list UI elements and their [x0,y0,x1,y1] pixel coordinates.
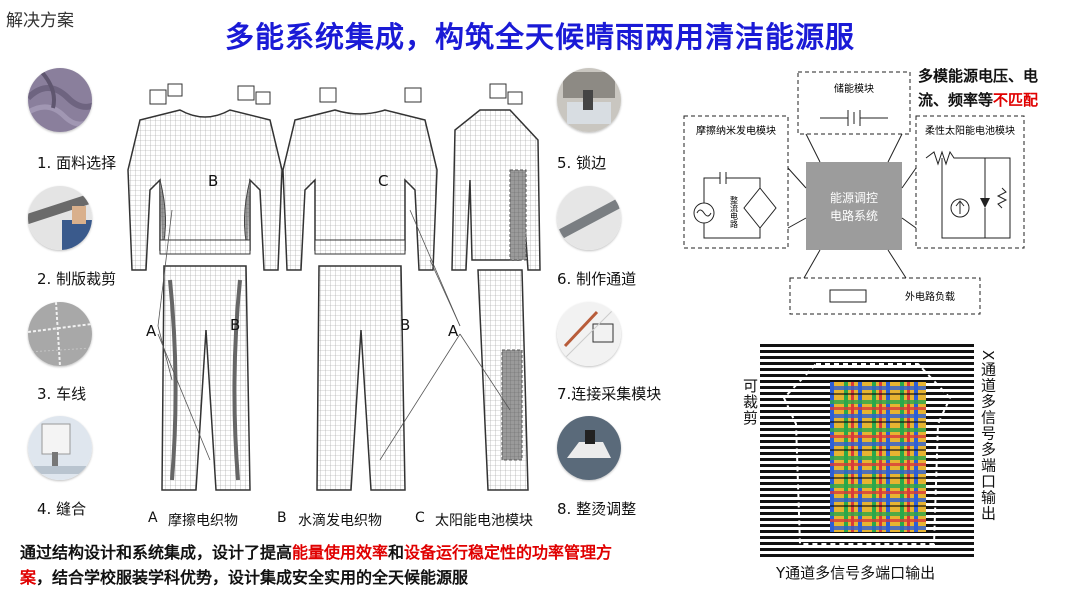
channel-photo [557,186,621,250]
marker-lines [157,209,511,461]
summary-highlight-efficiency: 能量使用效率 [292,543,389,562]
legend-label-b: 水滴发电织物 [298,513,382,529]
legend-key-a: A [148,510,158,526]
side-view [451,109,541,491]
circuit-diagram: 储能模块 摩擦纳米发电模块 整流电路 柔性太阳能电池模块 能源调控 电路系统 外… [683,71,1025,315]
storage-block [797,71,911,135]
garment-illustration [127,83,541,491]
front-top [127,109,283,271]
summary-part-1: 通过结构设计和系统集成，设计了提高 [20,543,293,562]
plaid-area [830,382,926,532]
mismatch-red: 不匹配 [993,91,1039,109]
storage-label: 储能模块 [834,82,874,95]
pattern-cutting-photo [28,186,92,250]
battery-symbol [820,110,888,126]
ironing-photo [557,416,621,480]
rectifier-bridge-icon [743,187,777,229]
step-6-label: 6. 制作通道 [557,270,637,288]
sewing-photo [28,416,92,480]
back-top [282,109,438,271]
module-photo [557,302,621,366]
step-3-label: 3. 车线 [37,385,87,403]
current-source-icon [950,198,970,218]
marker-a-right: A [448,322,459,340]
load-resistor-icon [829,289,867,303]
stitching-photo [28,302,92,366]
mismatch-note: 多模能源电压、电 流、频率等不匹配 [918,64,1078,112]
step-5-label: 5. 锁边 [557,154,607,172]
legend-label-a: 摩擦电织物 [168,513,238,529]
tribo-block [683,115,789,249]
legend-label-c: 太阳能电池模块 [435,513,533,529]
rectifier-label: 整流电路 [730,195,739,228]
cut-label: 可裁剪 [741,378,759,426]
step-7-label: 7.连接采集模块 [557,385,662,403]
center-line-2: 电路系统 [830,208,878,223]
cut-outline [782,363,952,545]
tribo-label: 摩擦纳米发电模块 [696,124,776,137]
marker-b-back-pants: B [400,316,411,334]
page-title: 多能系统集成，构筑全天候晴雨两用清洁能源服 [224,20,855,54]
solar-block [915,115,1025,249]
step-4-label: 4. 缝合 [37,500,87,518]
center-module [806,162,902,250]
summary-part-3: ，结合学校服装学科优势，设计集成安全实用的全天候能源服 [36,568,469,587]
marker-b-front-top: B [208,172,219,190]
marker-c-back-top: C [378,172,389,190]
overlock-photo [557,68,621,132]
legend-key-b: B [277,510,287,526]
diode-icon [980,198,990,208]
step-8-label: 8. 整烫调整 [557,500,637,518]
load-label: 外电路负载 [905,290,955,303]
solar-chip-icons [149,83,523,105]
front-pants [161,265,251,491]
mismatch-line-1: 多模能源电压、电 [918,67,1039,85]
load-block [789,277,981,315]
mismatch-line-2: 流、频率等 [918,91,994,109]
step-1-label: 1. 面料选择 [37,154,117,172]
step-2-label: 2. 制版裁剪 [37,270,117,288]
back-pants [316,265,406,491]
resistor-icon [996,187,1008,209]
solar-label: 柔性太阳能电池模块 [925,124,1015,137]
woven-grid [760,344,974,558]
summary-text: 通过结构设计和系统集成，设计了提高能量使用效率和设备运行稳定性的功率管理方案，结… [20,540,640,590]
x-channel-label: X通道多信号多端口输出 [979,350,997,522]
legend-key-c: C [415,510,425,526]
fabric-photo [28,68,92,132]
marker-a-left: A [146,322,157,340]
summary-part-2: 和 [388,543,405,562]
corner-label: 解决方案 [6,11,74,31]
center-line-1: 能源调控 [830,191,878,205]
summary-highlight-stability: 设备运行稳定性的功率管理方案 [20,543,613,587]
marker-b-front-pants: B [230,316,241,334]
y-channel-label: Y通道多信号多端口输出 [776,564,936,582]
